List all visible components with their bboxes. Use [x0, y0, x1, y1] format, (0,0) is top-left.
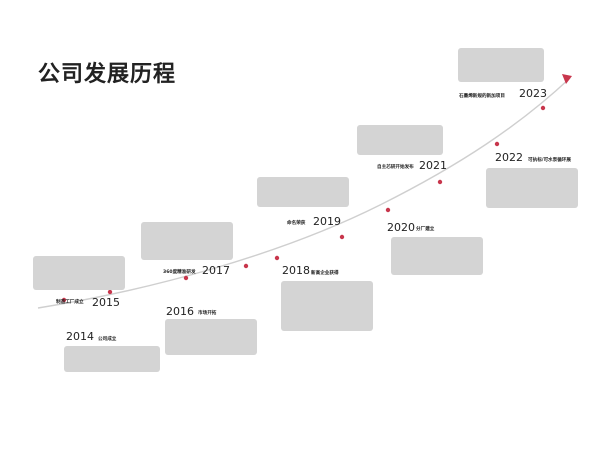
year-2020: 2020 [387, 221, 415, 234]
milestone-desc-2019 [257, 177, 349, 207]
milestone-label-2016: 市场开拓 [198, 311, 217, 316]
year-2021: 2021 [419, 159, 447, 172]
arrow-head-icon [562, 74, 572, 84]
milestone-desc-2020 [391, 237, 483, 275]
timeline-dot-2016 [183, 275, 189, 281]
timeline-dot-2020 [385, 207, 391, 213]
milestone-desc-2021 [357, 125, 443, 155]
milestone-label-2019: 命名荣获 [287, 221, 306, 226]
year-2022: 2022 [495, 151, 523, 164]
milestone-label-2015: 制造工厂成立 [56, 300, 84, 305]
milestone-desc-2016 [165, 319, 257, 355]
year-2015: 2015 [92, 296, 120, 309]
milestone-desc-2022 [486, 168, 578, 208]
milestone-label-2014: 公司成立 [98, 337, 117, 342]
year-2016: 2016 [166, 305, 194, 318]
year-2023: 2023 [519, 87, 547, 100]
year-2017: 2017 [202, 264, 230, 277]
timeline-dot-2014 [61, 297, 67, 303]
timeline-dot-2023 [540, 105, 546, 111]
milestone-label-2018: 新高企业获得 [311, 271, 339, 276]
milestone-desc-2023 [458, 48, 544, 82]
milestone-label-2020: 分厂建立 [416, 227, 435, 232]
page-title: 公司发展历程 [38, 62, 177, 87]
timeline-dot-2015 [107, 289, 113, 295]
milestone-label-2021: 自主芯研开始发布 [377, 165, 414, 170]
milestone-desc-2015 [33, 256, 125, 290]
milestone-desc-2017 [141, 222, 233, 260]
timeline-dot-2017 [243, 263, 249, 269]
milestone-label-2023: 石墨烯新规的新加项目 [459, 94, 505, 99]
milestone-label-2017: 360度精准研发 [163, 270, 196, 275]
year-2019: 2019 [313, 215, 341, 228]
milestone-desc-2018 [281, 281, 373, 331]
year-2018: 2018 [282, 264, 310, 277]
timeline-dot-2018 [274, 255, 280, 261]
timeline-dot-2022 [494, 141, 500, 147]
milestone-desc-2014 [64, 346, 160, 372]
timeline-dot-2021 [437, 179, 443, 185]
timeline-dot-2019 [339, 234, 345, 240]
year-2014: 2014 [66, 330, 94, 343]
milestone-label-2022: 可执标/可水泵循环展 [528, 158, 572, 163]
